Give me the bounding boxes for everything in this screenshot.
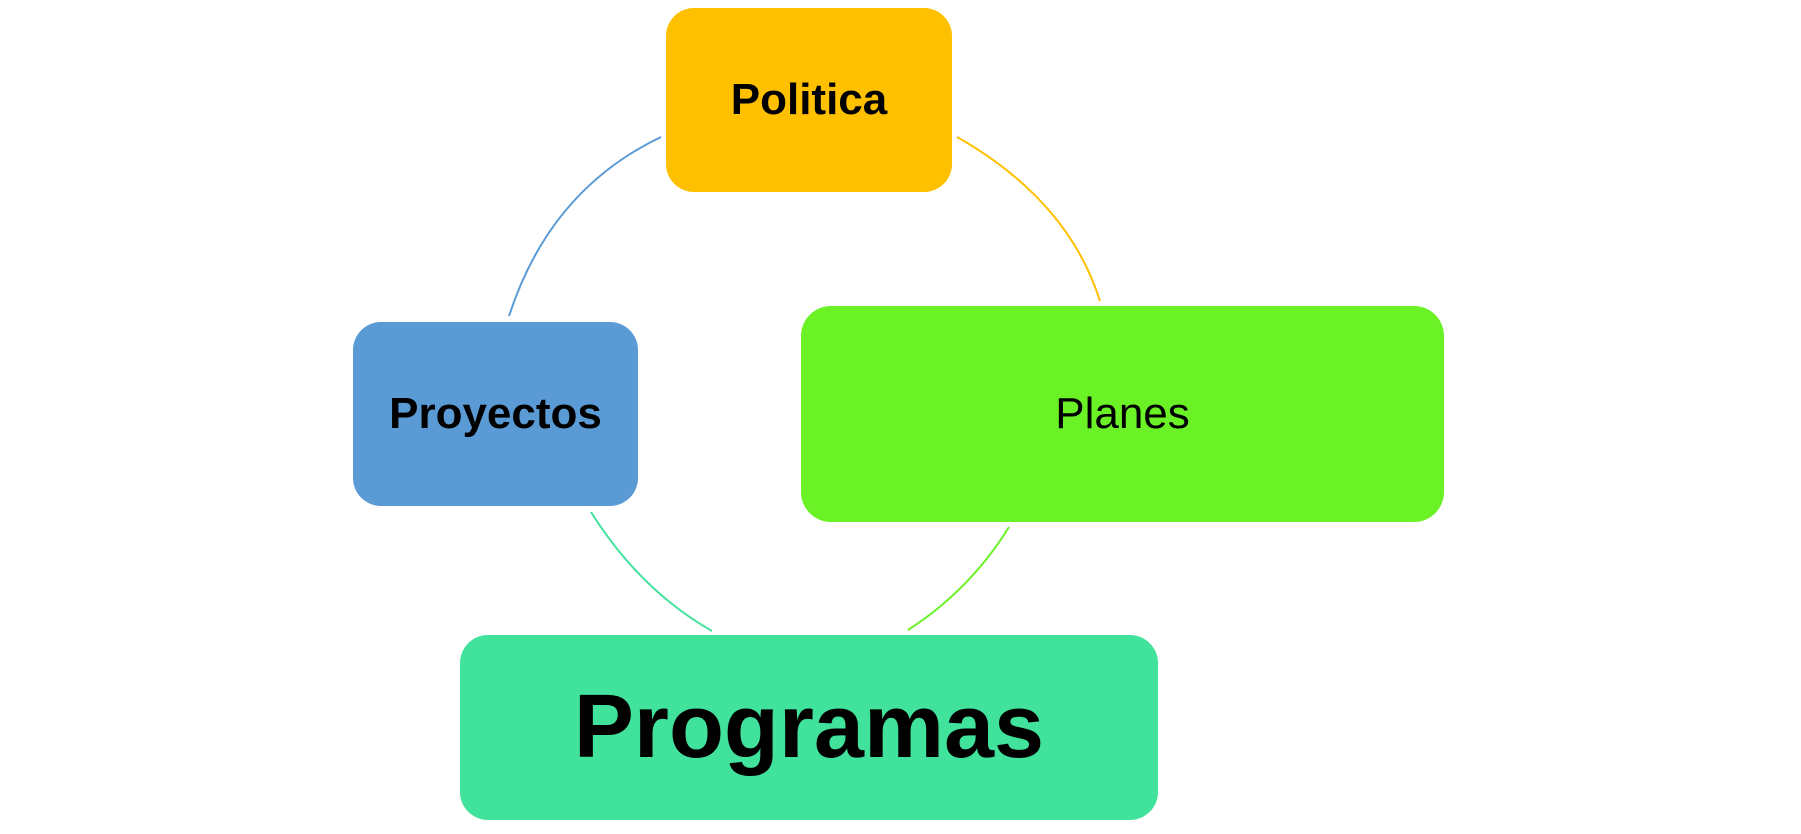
connector-programas-to-proyectos xyxy=(590,511,713,632)
connector-proyectos-to-politica xyxy=(508,136,662,317)
connector-planes-to-programas xyxy=(907,526,1010,631)
node-programas-label: Programas xyxy=(573,677,1045,777)
node-planes-label: Planes xyxy=(1055,389,1190,438)
node-programas: Programas xyxy=(460,635,1158,820)
node-politica: Politica xyxy=(666,8,952,192)
node-proyectos: Proyectos xyxy=(353,322,638,506)
connector-politica-to-planes xyxy=(956,136,1101,302)
node-politica-label: Politica xyxy=(730,75,888,124)
node-proyectos-label: Proyectos xyxy=(389,389,602,438)
node-planes: Planes xyxy=(801,306,1444,522)
